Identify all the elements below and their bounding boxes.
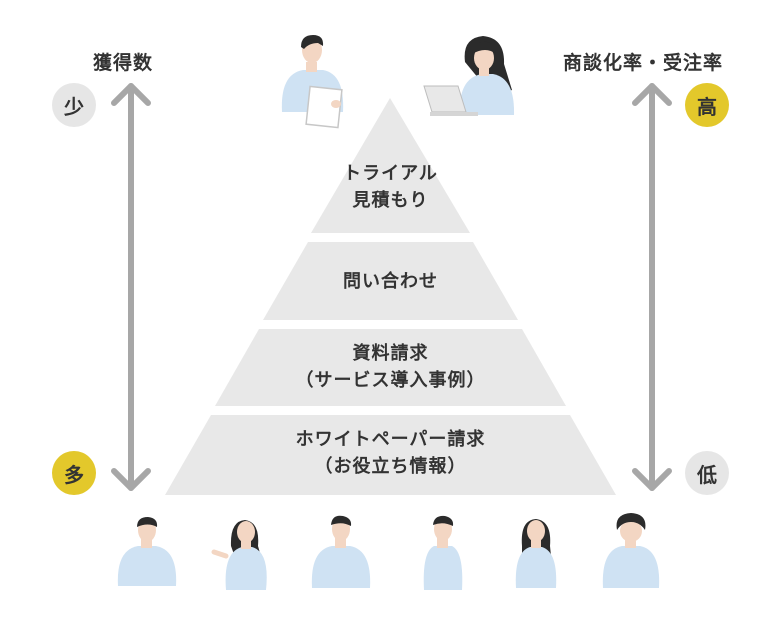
pyramid-tier-top — [311, 98, 470, 233]
pyramid-tier-bottom — [165, 415, 616, 495]
right-axis-title: 商談化率・受注率 — [563, 52, 724, 74]
tier-1-label: トライアル 見積もり — [0, 160, 781, 214]
tier-4-line2: （お役立ち情報） — [314, 456, 467, 477]
person-icon-2 — [211, 520, 267, 590]
person-icon-man-with-document — [281, 35, 344, 129]
person-icon-6 — [602, 513, 660, 588]
tier-2-line1: 問い合わせ — [343, 271, 438, 292]
left-bottom-badge: 多 — [52, 451, 96, 495]
tier-3-line1: 資料請求 — [352, 343, 429, 364]
right-top-badge: 高 — [685, 83, 729, 127]
person-icon-4 — [423, 515, 463, 590]
right-double-arrow-icon — [632, 83, 672, 491]
left-top-badge: 少 — [52, 83, 96, 127]
pyramid-tier-2 — [263, 242, 518, 320]
left-double-arrow-icon — [111, 83, 151, 491]
tier-4-label: ホワイトペーパー請求 （お役立ち情報） — [0, 426, 781, 480]
person-icon-5 — [515, 519, 557, 588]
tier-1-line2: 見積もり — [352, 190, 429, 211]
tier-3-label: 資料請求 （サービス導入事例） — [0, 340, 781, 394]
right-bottom-badge: 低 — [685, 451, 729, 495]
pyramid-tier-3 — [215, 329, 566, 406]
person-icon-1 — [117, 517, 177, 586]
left-axis-title: 獲得数 — [93, 52, 154, 74]
person-icon-woman-with-laptop — [423, 36, 515, 116]
tier-1-line1: トライアル — [343, 163, 438, 184]
tier-4-line1: ホワイトペーパー請求 — [295, 429, 486, 450]
tier-3-line2: （サービス導入事例） — [295, 370, 486, 391]
person-icon-3 — [311, 515, 371, 588]
tier-2-label: 問い合わせ — [0, 268, 781, 295]
